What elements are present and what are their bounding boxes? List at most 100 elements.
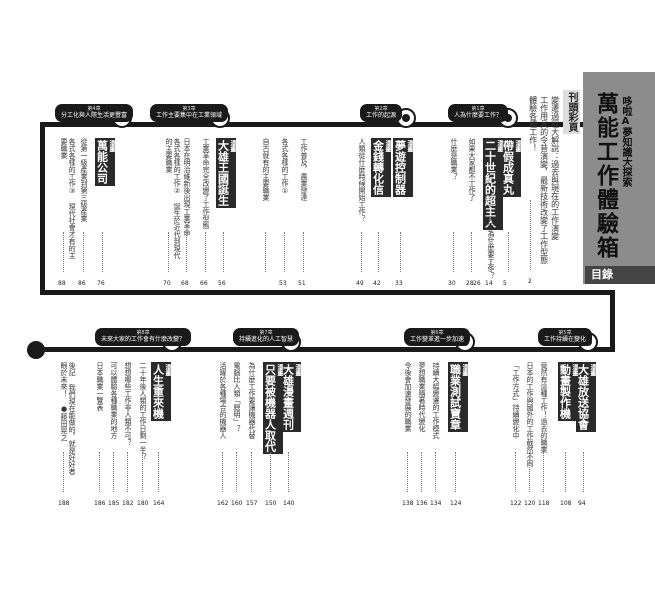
leader-dots-b6	[455, 452, 456, 492]
page-number-b16-0[interactable]: 180	[137, 500, 149, 507]
chapter-badge-4-text: 分工化與人際生活更豐富	[61, 112, 128, 120]
chapter-badge-8-num: 第8章	[136, 330, 150, 336]
comic-tag-t15: 漫畫	[107, 140, 115, 152]
page-number-b15-0[interactable]: 164	[153, 500, 165, 507]
toc-label: 目錄	[585, 266, 655, 284]
page-number-b13-0[interactable]: 160	[231, 500, 243, 507]
page-number-b11-0[interactable]: 150	[265, 500, 277, 507]
comic-tag-t1: 漫畫	[513, 140, 521, 152]
page-number-b18-0[interactable]: 185	[108, 500, 120, 507]
entry-text-t4: 什麼是職業？	[450, 138, 459, 180]
page-number-b3-0[interactable]: 118	[538, 500, 550, 507]
page-number-b6-0[interactable]: 124	[450, 500, 462, 507]
chapter-badge-7-num: 第7章	[259, 330, 273, 336]
entry-text-b20: 後記 我們現在能做的，就是好好者眼於未來！ ●藤田晃之	[60, 362, 77, 475]
page-number-t1-0[interactable]: 5	[503, 280, 507, 287]
entry-text-b9: 令後會加速發展的職業	[404, 362, 413, 432]
entry-text-t17: 各式各樣的工作③ 現代社會才有的主要職業	[60, 138, 77, 259]
page-number-b5-0[interactable]: 122	[510, 500, 522, 507]
page-number-b2-0[interactable]: 108	[560, 500, 572, 507]
intro-text-1: 變遷過程大解說：過去與現在的工作演變	[550, 96, 560, 240]
page-number-t12-0[interactable]: 66	[200, 280, 208, 287]
page-number-b14-0[interactable]: 162	[217, 500, 229, 507]
page-number-b9-0[interactable]: 138	[402, 500, 414, 507]
track-top	[40, 122, 585, 127]
page-number-t2-0[interactable]: 14	[485, 280, 493, 287]
comic-title-t2: 漫畫二十世紀的超主人	[483, 138, 503, 230]
comic-title-text-b2: 動畫製作機	[558, 364, 572, 419]
leader-dots-b19	[99, 452, 100, 492]
page-number-b17-0[interactable]: 182	[122, 500, 134, 507]
page-number-t16-0[interactable]: 86	[78, 280, 86, 287]
comic-tag-b11: 漫畫	[275, 364, 283, 376]
entry-text-t12: 工業革命完全改變了工作型態	[202, 138, 211, 229]
page-number-b10-0[interactable]: 140	[283, 500, 295, 507]
leader-dots-t6	[378, 232, 379, 272]
page-number-t8-0[interactable]: 51	[298, 280, 306, 287]
page-number-t2-1[interactable]: 26	[473, 280, 481, 287]
chapter-badge-2: 第2章 工作的起源	[360, 104, 403, 122]
chapter-badge-6: 第6章 工作變革進一步加速	[404, 328, 471, 346]
comic-title-t1: 漫畫帶假成真丸	[501, 138, 521, 197]
comic-title-b10: 漫畫大雄漫畫週刊	[281, 362, 301, 432]
page-number-b20-0[interactable]: 188	[58, 500, 70, 507]
leader-dots-t3	[471, 232, 472, 272]
comic-tag-t2: 漫畫	[495, 140, 503, 152]
page-number-b12-0[interactable]: 157	[246, 500, 258, 507]
entry-text-b4: 日本的工作與國外的工作截然不同	[526, 362, 535, 467]
comic-title-text-b10: 大雄漫畫週刊	[281, 364, 295, 430]
intro-text-2: 工作用具的令昔演變，最新技術改變了工作型態	[539, 96, 549, 264]
page-number-b8-0[interactable]: 136	[416, 500, 428, 507]
book-title: 萬能工作體驗箱	[593, 92, 618, 260]
title-panel	[583, 72, 655, 284]
page-number-b19-0[interactable]: 186	[94, 500, 106, 507]
track-bottom	[40, 347, 615, 352]
page-number-b1-0[interactable]: 94	[578, 500, 586, 507]
chapter-badge-6-text: 工作變革進一步加速	[410, 336, 465, 344]
page-number-t15-0[interactable]: 76	[97, 280, 105, 287]
page-number-t5-0[interactable]: 33	[395, 280, 403, 287]
comic-title-text-b15: 人生重來機	[151, 364, 165, 419]
leader-dots-t15	[102, 232, 103, 272]
comic-tag-t6: 漫畫	[383, 140, 391, 152]
comic-title-text-t1: 帶假成真丸	[501, 140, 515, 195]
chapter-badge-5-num: 第5章	[558, 330, 572, 336]
intro-page-num: 2	[528, 278, 532, 285]
page-number-t14-0[interactable]: 70	[163, 280, 171, 287]
leader-dots-t17	[63, 232, 64, 272]
entry-text-b17: 想想哪些工作非人類不可？	[124, 362, 133, 446]
chapter-badge-2-num: 第2章	[374, 106, 388, 112]
track-right-vertical	[610, 290, 615, 350]
leader-dots-b3	[543, 452, 544, 492]
leader-dots-t16	[83, 232, 84, 272]
chapter-badge-7: 第7章 持續進化的人工智慧	[233, 328, 300, 346]
page-number-t9-0[interactable]: 53	[279, 280, 287, 287]
leader-dots-b4	[529, 452, 530, 492]
chapter-badge-6-num: 第6章	[430, 330, 444, 336]
leader-dots-b12	[251, 452, 252, 492]
chapter-badge-4: 第4章 分工化與人際生活更豐富	[55, 104, 134, 122]
comic-title-t6: 漫畫金錢轉化信	[371, 138, 391, 197]
comic-tag-b1: 漫畫	[588, 364, 596, 376]
chapter-badge-1-text: 人為什麼要工作？	[454, 112, 503, 120]
page-number-b4-0[interactable]: 120	[524, 500, 536, 507]
comic-title-text-t2: 二十世紀的超主人	[483, 140, 497, 228]
page-number-b7-0[interactable]: 134	[430, 500, 442, 507]
page-number-t17-0[interactable]: 88	[58, 280, 66, 287]
page-number-t4-0[interactable]: 30	[448, 280, 456, 287]
comic-title-b1: 漫畫大雄放送協會	[576, 362, 596, 432]
page-number-t7-0[interactable]: 49	[356, 280, 364, 287]
leader-dots-b8	[421, 452, 422, 492]
track-end-dot	[27, 341, 45, 359]
leader-dots-b10	[288, 452, 289, 492]
entry-text-b7: 持續大幅變遷的工作模式	[432, 362, 441, 439]
page-number-t13-0[interactable]: 68	[181, 280, 189, 287]
leader-dots-b5	[515, 452, 516, 492]
comic-title-b6: 漫畫職業測試寶章	[448, 362, 468, 432]
page-number-t6-0[interactable]: 42	[373, 280, 381, 287]
page-number-t3-0[interactable]: 28	[466, 280, 474, 287]
entry-text-t10: 自古就有的主要職業	[262, 138, 271, 201]
page-number-t11-0[interactable]: 56	[218, 280, 226, 287]
entry-text-t7: 人類從什麼時候開始工作？	[358, 138, 367, 222]
entry-text-b18: 可以體驗各種職業的地方	[110, 362, 119, 439]
